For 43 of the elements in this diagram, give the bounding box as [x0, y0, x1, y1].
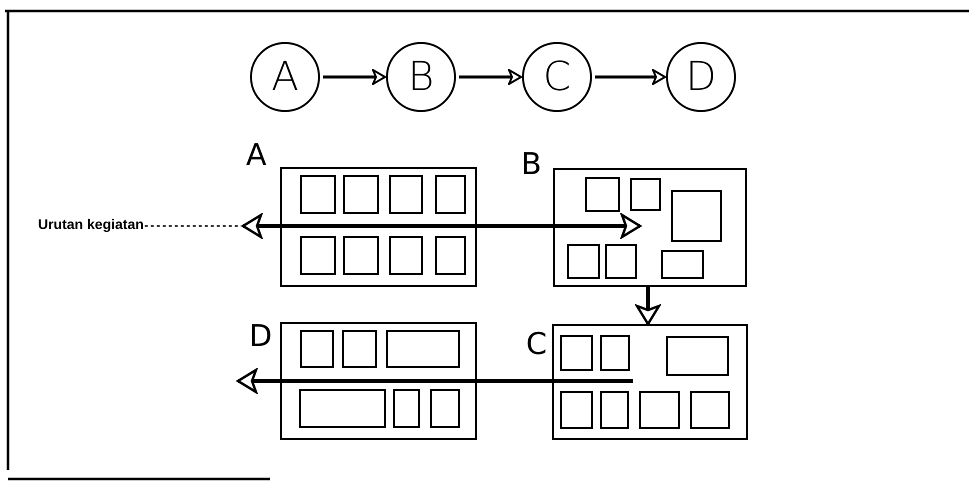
workstation-box	[430, 388, 460, 428]
workstation-box	[600, 334, 630, 370]
workstation-box	[638, 390, 680, 428]
workstation-box	[584, 176, 620, 212]
arrow	[236, 368, 633, 394]
annotation-text: Urutan kegiatan	[38, 216, 144, 236]
workstation-box	[434, 174, 466, 214]
workstation-box	[434, 236, 466, 274]
workstation-box	[388, 174, 422, 214]
workstation-box	[604, 244, 636, 278]
workstation-box	[342, 236, 378, 274]
workstation-box	[300, 174, 336, 214]
step-circle: C	[522, 42, 592, 112]
workstation-box	[342, 174, 378, 214]
workstation-box	[386, 330, 460, 368]
workstation-box	[392, 388, 420, 428]
step-circle: D	[666, 42, 736, 112]
arrow	[636, 287, 660, 326]
area-letter: B	[521, 150, 542, 180]
workstation-box	[300, 236, 336, 274]
step-circle: B	[386, 42, 456, 112]
area-letter: D	[249, 322, 272, 352]
arrow	[242, 214, 642, 238]
workstation-box	[388, 236, 422, 274]
area-letter: C	[526, 330, 547, 360]
workstation-box	[560, 390, 592, 428]
workstation-box	[690, 390, 730, 428]
workstation-box	[600, 390, 628, 428]
area-letter: A	[246, 141, 267, 171]
workstation-box	[566, 244, 600, 278]
arrow	[595, 69, 666, 85]
workstation-box	[630, 178, 660, 210]
arrow	[459, 69, 522, 85]
workstation-box	[660, 250, 704, 278]
workstation-box	[670, 190, 722, 242]
step-circle: A	[250, 42, 320, 112]
workstation-box	[666, 336, 728, 376]
leader-line	[144, 225, 241, 227]
workstation-box	[560, 334, 592, 370]
arrow	[323, 69, 386, 85]
workstation-box	[300, 330, 334, 368]
workstation-box	[298, 388, 386, 428]
workstation-box	[342, 330, 376, 368]
